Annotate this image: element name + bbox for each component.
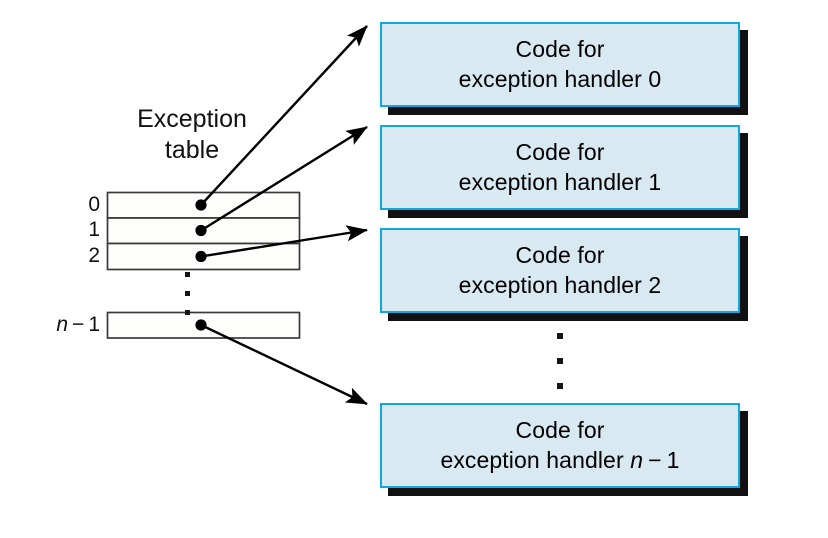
handler-box-2[interactable]: Code for exception handler 2 (380, 228, 740, 313)
arrow-row2-to-handler2 (200, 225, 368, 258)
exception-table-caption-line-1: Exception (137, 105, 247, 133)
entry-dot-row-0 (195, 199, 207, 211)
table-row-2 (106, 242, 301, 271)
handler-box-1-line-1: Code for (515, 138, 605, 165)
table-row-label-1: 1 (88, 218, 100, 241)
handler-box-1-line-2: exception handler 1 (458, 168, 662, 195)
handler-box-0-line-2: exception handler 0 (458, 65, 662, 92)
handlers-ellipsis-dot-1 (557, 333, 563, 339)
table-ellipsis-dot-2 (185, 291, 190, 296)
pointer-arrows-group (200, 25, 368, 406)
table-row-n-minus-1 (106, 311, 301, 339)
exception-table-caption: Exception table (96, 104, 288, 165)
table-row-label-0: 0 (88, 193, 100, 216)
handler-box-n-index-one: 1 (666, 446, 680, 473)
handlers-vertical-ellipsis (557, 333, 563, 389)
table-row-label-n-one: 1 (88, 313, 100, 336)
handler-box-n-minus-1[interactable]: Code for exception handler n−1 (380, 403, 740, 488)
arrow-rown-to-handlern (200, 323, 368, 406)
handler-box-n-line-1: Code for (515, 416, 605, 443)
table-ellipsis-dot-1 (185, 272, 190, 277)
table-row-label-n-var: n (56, 313, 69, 336)
entry-dot-row-n-minus-1 (195, 319, 207, 331)
handler-box-1[interactable]: Code for exception handler 1 (380, 125, 740, 210)
exception-table-rows-group (106, 191, 301, 339)
table-row-1 (106, 217, 301, 245)
table-row-label-2: 2 (88, 244, 100, 267)
handlers-ellipsis-dot-3 (557, 383, 563, 389)
table-vertical-ellipsis (185, 272, 190, 315)
table-row-label-n-minus: − (72, 313, 85, 336)
handler-box-n-index-var: n (630, 446, 644, 473)
exception-table-caption-line-2: table (164, 135, 220, 164)
handler-box-n-index-minus: − (648, 446, 662, 473)
table-ellipsis-dot-3 (185, 310, 190, 315)
table-row-0 (106, 191, 301, 219)
handler-box-2-line-2: exception handler 2 (458, 271, 662, 298)
table-row-label-n-minus-1: n−1 (20, 313, 100, 337)
table-entry-dots-group (195, 199, 207, 331)
handler-box-n-line-2: exception handler n−1 (440, 446, 679, 476)
entry-dot-row-2 (195, 250, 207, 263)
handler-box-0[interactable]: Code for exception handler 0 (380, 22, 740, 107)
handler-box-2-line-1: Code for (515, 241, 605, 268)
entry-dot-row-1 (195, 224, 207, 237)
handler-box-0-line-1: Code for (515, 35, 605, 62)
handlers-ellipsis-dot-2 (557, 358, 563, 364)
handler-box-n-line-2-text: exception handler (440, 446, 631, 473)
